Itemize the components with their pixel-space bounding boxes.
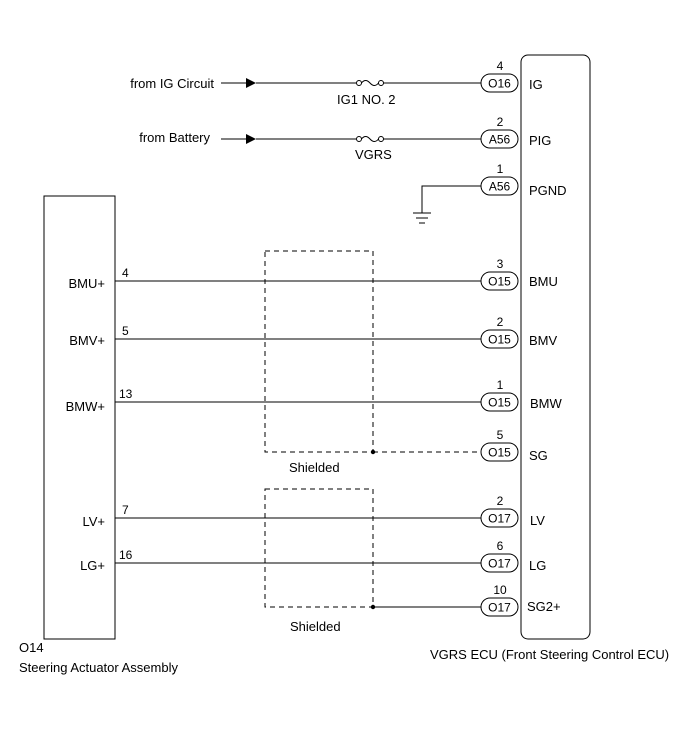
svg-text:O15: O15 — [488, 446, 511, 460]
ig-fuse-label: IG1 NO. 2 — [337, 92, 396, 107]
actuator-terminal-lg: LG+ — [80, 558, 105, 573]
svg-text:IG: IG — [529, 77, 543, 92]
shield-2-junction-icon — [370, 604, 376, 610]
svg-text:4: 4 — [497, 59, 504, 73]
svg-text:O17: O17 — [488, 512, 511, 526]
svg-text:2: 2 — [497, 494, 504, 508]
svg-text:A56: A56 — [489, 180, 511, 194]
svg-text:O16: O16 — [488, 77, 511, 91]
svg-text:LG: LG — [529, 558, 546, 573]
svg-text:A56: A56 — [489, 133, 511, 147]
actuator-terminal-bmv: BMV+ — [69, 333, 105, 348]
ecu-name: VGRS ECU (Front Steering Control ECU) — [430, 647, 669, 662]
battery-label: from Battery — [139, 130, 210, 145]
actuator-pin-bmu: 4 — [122, 266, 129, 280]
svg-text:BMW: BMW — [530, 396, 563, 411]
svg-text:3: 3 — [497, 257, 504, 271]
shield-1-junction-icon — [370, 449, 376, 455]
svg-text:10: 10 — [493, 583, 507, 597]
svg-text:5: 5 — [497, 428, 504, 442]
actuator-terminal-bmw: BMW+ — [66, 399, 105, 414]
svg-text:O15: O15 — [488, 396, 511, 410]
svg-text:1: 1 — [497, 162, 504, 176]
battery-fuse-icon — [356, 136, 384, 142]
svg-text:O15: O15 — [488, 275, 511, 289]
shield-1-label: Shielded — [289, 460, 340, 475]
ig-arrow-icon — [246, 78, 256, 88]
svg-text:6: 6 — [497, 539, 504, 553]
ecu-box — [520, 54, 591, 640]
svg-text:SG2+: SG2+ — [527, 599, 561, 614]
ecu-connector-pgnd: A56 1 PGND — [480, 162, 567, 198]
ecu-connector-pig: A56 2 PIG — [480, 115, 551, 149]
ecu-connector-lg: O17 6 LG — [480, 539, 546, 573]
actuator-pin-bmw: 13 — [119, 387, 133, 401]
svg-text:O17: O17 — [488, 601, 511, 615]
svg-text:O17: O17 — [488, 557, 511, 571]
ig-fuse-icon — [356, 80, 384, 86]
svg-text:LV: LV — [530, 513, 545, 528]
svg-text:2: 2 — [497, 315, 504, 329]
actuator-terminal-bmu: BMU+ — [69, 276, 105, 291]
svg-text:BMV: BMV — [529, 333, 558, 348]
ecu-connector-lv: O17 2 LV — [480, 494, 545, 528]
svg-text:2: 2 — [497, 115, 504, 129]
battery-row: from Battery VGRS — [139, 130, 481, 162]
actuator-connector: O14 — [19, 640, 44, 655]
battery-arrow-icon — [246, 134, 256, 144]
shield-2-label: Shielded — [290, 619, 341, 634]
shield-2: Shielded — [264, 488, 481, 634]
svg-text:BMU: BMU — [529, 274, 558, 289]
svg-text:O15: O15 — [488, 333, 511, 347]
ecu-connector-sg: O15 5 SG — [480, 428, 548, 463]
svg-text:PGND: PGND — [529, 183, 567, 198]
ecu-connector-sg2: O17 10 SG2+ — [480, 583, 561, 617]
ig-circuit-label: from IG Circuit — [130, 76, 214, 91]
actuator-box — [43, 195, 116, 640]
svg-text:SG: SG — [529, 448, 548, 463]
ecu-connector-bmw: O15 1 BMW — [480, 378, 563, 412]
ground-row — [413, 185, 481, 224]
actuator-terminal-lv: LV+ — [82, 514, 105, 529]
battery-fuse-label: VGRS — [355, 147, 392, 162]
svg-text:PIG: PIG — [529, 133, 551, 148]
actuator-pin-lg: 16 — [119, 548, 133, 562]
svg-text:1: 1 — [497, 378, 504, 392]
actuator-pin-lv: 7 — [122, 503, 129, 517]
ecu-connector-bmv: O15 2 BMV — [480, 315, 558, 349]
ground-icon — [413, 212, 431, 224]
ecu-connector-ig: O16 4 IG — [480, 59, 543, 93]
ecu-connector-bmu: O15 3 BMU — [480, 257, 558, 291]
actuator-name: Steering Actuator Assembly — [19, 660, 178, 675]
ig-circuit-row: from IG Circuit IG1 NO. 2 — [130, 76, 481, 107]
shield-1: Shielded — [264, 250, 481, 475]
actuator-pin-bmv: 5 — [122, 324, 129, 338]
